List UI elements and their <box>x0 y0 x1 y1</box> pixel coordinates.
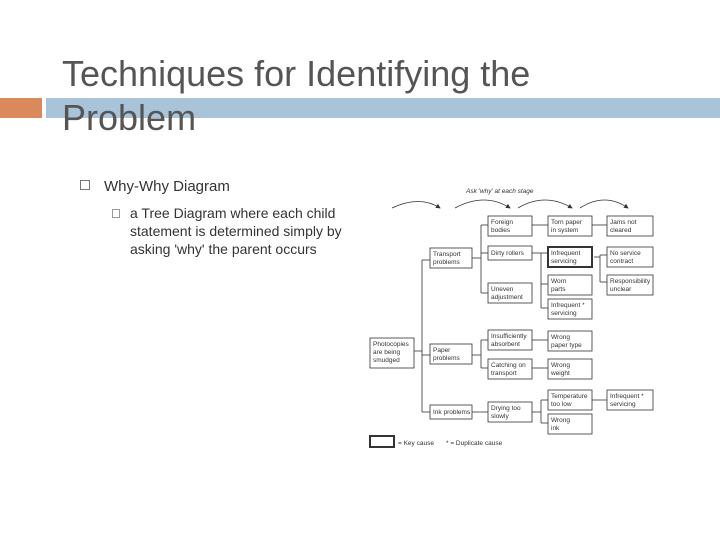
node-catching-on-transport <box>487 358 533 380</box>
node-infrequent-servicing-dup2 <box>606 389 654 411</box>
label-infrequent2-2: servicing <box>551 310 577 317</box>
title-accent-blue <box>46 98 720 118</box>
node-uneven-adjustment <box>487 282 533 304</box>
label-temperature-1: Temperature <box>551 393 588 400</box>
sub-bullet-text: a Tree Diagram where each child statemen… <box>130 205 342 257</box>
label-root-3: smudged <box>373 357 400 364</box>
node-responsibility-unclear <box>606 274 654 296</box>
label-worn-2: parts <box>551 286 566 293</box>
label-uneven-1: Uneven <box>491 286 514 293</box>
label-worn-1: Worn <box>551 278 567 285</box>
node-drying-too-slowly <box>487 401 533 423</box>
label-jams-1: Jams not <box>610 219 637 226</box>
legend-key-box <box>369 435 395 448</box>
label-responsibility-2: unclear <box>610 286 632 293</box>
title-accent-orange <box>0 98 42 118</box>
bullet-text: Why-Why Diagram <box>104 178 230 195</box>
label-jams-2: cleared <box>610 227 632 234</box>
label-drying-1: Drying too <box>491 405 521 412</box>
label-noservice-2: contract <box>610 258 633 265</box>
label-catching-1: Catching on <box>491 362 526 369</box>
node-wrong-weight <box>547 358 593 380</box>
node-temperature-too-low <box>547 389 593 411</box>
label-foreign-1: Foreign <box>491 219 513 226</box>
page-title: Techniques for Identifying the Problem <box>62 53 531 138</box>
label-wrongweight-1: Wrong <box>551 362 570 369</box>
label-wrongweight-2: weight <box>550 370 570 377</box>
label-temperature-2: too low <box>551 401 572 408</box>
label-drying-2: slowly <box>491 413 509 420</box>
label-infrequent3-2: servicing <box>610 401 636 408</box>
node-jams-not-cleared <box>606 215 654 237</box>
label-wrongink-1: Wrong <box>551 417 570 424</box>
legend-duplicate-cause: * = Duplicate cause <box>446 440 503 447</box>
label-transport-2: problems <box>433 259 460 266</box>
label-ink: Ink problems <box>433 409 471 416</box>
label-infrequent2-1: Infrequent * <box>551 302 585 309</box>
label-dirty: Dirty rollers <box>491 250 525 257</box>
node-wrong-paper-type <box>547 330 593 352</box>
node-torn-paper <box>547 215 593 237</box>
node-transport-problems <box>429 247 473 269</box>
connector-lines <box>414 224 607 424</box>
node-paper-problems <box>429 343 473 365</box>
label-wrongink-2: ink <box>551 425 560 432</box>
bullet-square-icon <box>80 180 90 190</box>
label-wrongtype-2: paper type <box>551 342 582 349</box>
node-infrequent-servicing-key <box>547 246 593 268</box>
label-infrequent-2: servicing <box>551 258 577 265</box>
node-ink-problems <box>429 404 473 420</box>
node-infrequent-servicing-dup <box>547 298 593 320</box>
why-why-diagram: Ask 'why' at each stage <box>369 188 654 448</box>
node-dirty-rollers <box>487 245 533 261</box>
node-wrong-ink <box>547 413 593 435</box>
label-root-1: Photocopies <box>373 341 410 348</box>
legend-key-cause: = Key cause <box>398 440 434 447</box>
label-torn-2: in system <box>551 227 578 234</box>
why-arrows <box>391 199 629 209</box>
label-insufficient-1: Insufficiently <box>491 333 527 340</box>
label-insufficient-2: absorbent <box>491 341 520 348</box>
sub-bullet-square-icon <box>112 209 120 218</box>
node-photocopies-smudged <box>369 337 415 369</box>
label-noservice-1: No service <box>610 250 641 257</box>
label-transport-1: Transport <box>433 251 461 258</box>
label-catching-2: transport <box>491 370 517 377</box>
label-responsibility-1: Responsibility <box>610 278 651 285</box>
node-foreign-bodies <box>487 215 533 237</box>
node-no-service-contract <box>606 246 654 268</box>
label-paper-2: problems <box>433 355 460 362</box>
label-wrongtype-1: Wrong <box>551 334 570 341</box>
label-infrequent-1: Infrequent <box>551 250 580 257</box>
label-foreign-2: bodies <box>491 227 511 234</box>
label-root-2: are being <box>373 349 400 356</box>
label-torn-1: Torn paper <box>551 219 583 226</box>
label-infrequent3-1: Infrequent * <box>610 393 644 400</box>
label-uneven-2: adjustment <box>491 294 523 301</box>
node-insufficiently-absorbent <box>487 329 533 351</box>
label-paper-1: Paper <box>433 347 451 354</box>
diagram-header: Ask 'why' at each stage <box>465 188 534 195</box>
node-worn-parts <box>547 274 593 296</box>
